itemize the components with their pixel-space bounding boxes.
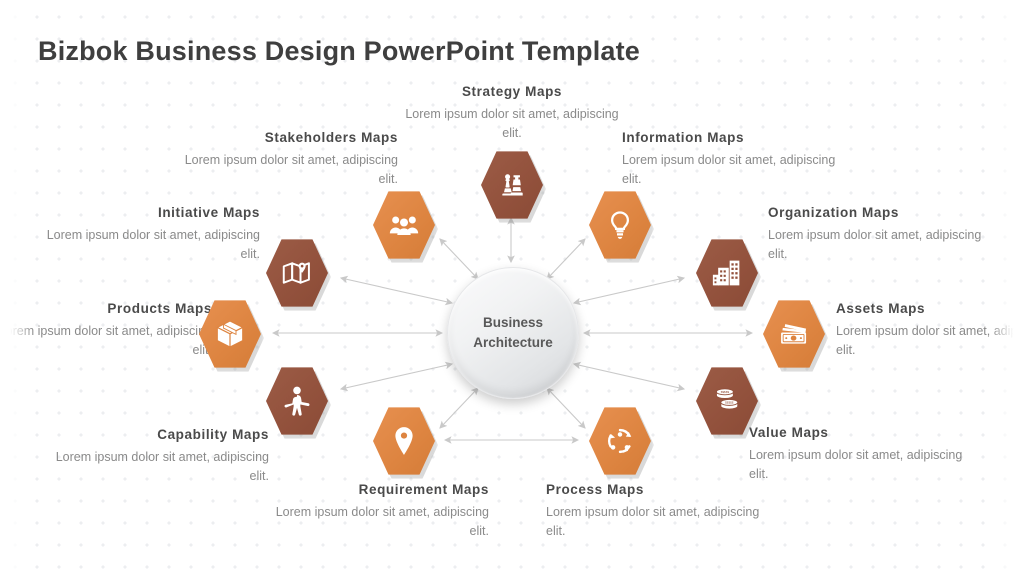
person-arms-icon [284, 386, 310, 416]
label-heading-requirement: Requirement Maps [358, 482, 489, 497]
buildings-icon [712, 260, 740, 286]
label-body-organization: Lorem ipsum dolor sit amet, adipiscing e… [768, 228, 982, 261]
label-heading-stakeholders: Stakeholders Maps [264, 130, 398, 145]
hexagon-requirement[interactable] [373, 407, 435, 475]
label-strategy: Strategy Maps Lorem ipsum dolor sit amet… [397, 84, 627, 142]
center-node-business-architecture[interactable]: Business Architecture [447, 267, 579, 399]
cycle-arrows-icon [608, 428, 632, 454]
node-icon-organization[interactable] [696, 238, 761, 311]
label-organization: Organization Maps Lorem ipsum dolor sit … [768, 205, 998, 263]
label-heading-value: Value Maps [749, 425, 829, 440]
coin-stack-icon: $$$$$ $$$$$ [715, 388, 739, 410]
label-heading-process: Process Maps [546, 482, 644, 497]
label-body-requirement: Lorem ipsum dolor sit amet, adipiscing e… [275, 505, 489, 538]
label-information: Information Maps Lorem ipsum dolor sit a… [622, 130, 852, 188]
node-icon-initiative[interactable] [266, 238, 331, 311]
label-process: Process Maps Lorem ipsum dolor sit amet,… [546, 482, 776, 540]
label-body-value: Lorem ipsum dolor sit amet, adipiscing e… [749, 448, 963, 481]
node-icon-assets[interactable] [763, 299, 828, 372]
label-heading-initiative: Initiative Maps [157, 205, 260, 220]
package-box-icon [216, 320, 244, 348]
hexagon-initiative[interactable] [266, 239, 328, 307]
people-group-icon [389, 216, 419, 235]
label-capability: Capability Maps Lorem ipsum dolor sit am… [39, 427, 269, 485]
label-products: Products Maps Lorem ipsum dolor sit amet… [0, 301, 212, 359]
center-label-line2: Architecture [473, 335, 553, 350]
node-icon-requirement[interactable] [373, 406, 438, 479]
node-icon-information[interactable] [589, 190, 654, 263]
chess-pieces-icon [502, 174, 523, 196]
node-icon-products[interactable] [199, 299, 264, 372]
hexagon-stakeholders[interactable] [373, 191, 435, 259]
label-value: Value Maps Lorem ipsum dolor sit amet, a… [749, 425, 979, 483]
label-stakeholders: Stakeholders Maps Lorem ipsum dolor sit … [168, 130, 398, 188]
label-heading-assets: Assets Maps [836, 301, 926, 316]
page-title: Bizbok Business Design PowerPoint Templa… [38, 36, 641, 66]
map-pin-icon [395, 427, 413, 455]
label-requirement: Requirement Maps Lorem ipsum dolor sit a… [259, 482, 489, 540]
label-initiative: Initiative Maps Lorem ipsum dolor sit am… [30, 205, 260, 263]
label-body-process: Lorem ipsum dolor sit amet, adipiscing e… [546, 505, 760, 538]
folded-map-icon [282, 262, 310, 284]
label-heading-products: Products Maps [107, 301, 212, 316]
label-body-strategy: Lorem ipsum dolor sit amet, adipiscing e… [405, 107, 619, 140]
node-icon-capability[interactable] [266, 366, 331, 439]
banknotes-icon [781, 324, 807, 344]
center-label-line1: Business [482, 315, 544, 330]
label-body-stakeholders: Lorem ipsum dolor sit amet, adipiscing e… [184, 153, 398, 186]
node-icon-stakeholders[interactable] [373, 190, 438, 263]
label-body-information: Lorem ipsum dolor sit amet, adipiscing e… [622, 153, 836, 186]
label-body-assets: Lorem ipsum dolor sit amet, adipiscing e… [836, 324, 1024, 357]
label-heading-organization: Organization Maps [768, 205, 899, 220]
label-body-products: Lorem ipsum dolor sit amet, adipiscing e… [0, 324, 212, 357]
label-heading-information: Information Maps [622, 130, 745, 145]
svg-text:$$$$$: $$$$$ [721, 390, 730, 394]
label-body-capability: Lorem ipsum dolor sit amet, adipiscing e… [55, 450, 269, 483]
node-icon-process[interactable] [589, 406, 654, 479]
node-icon-value[interactable]: $$$$$ $$$$$ [696, 366, 761, 439]
hexagon-capability[interactable] [266, 367, 328, 435]
node-icon-strategy[interactable] [481, 150, 546, 223]
svg-text:$$$$$: $$$$$ [725, 400, 734, 404]
lightbulb-icon [610, 211, 630, 239]
label-assets: Assets Maps Lorem ipsum dolor sit amet, … [836, 301, 1024, 359]
label-body-initiative: Lorem ipsum dolor sit amet, adipiscing e… [46, 228, 260, 261]
label-heading-capability: Capability Maps [157, 427, 269, 442]
label-heading-strategy: Strategy Maps [461, 84, 563, 99]
